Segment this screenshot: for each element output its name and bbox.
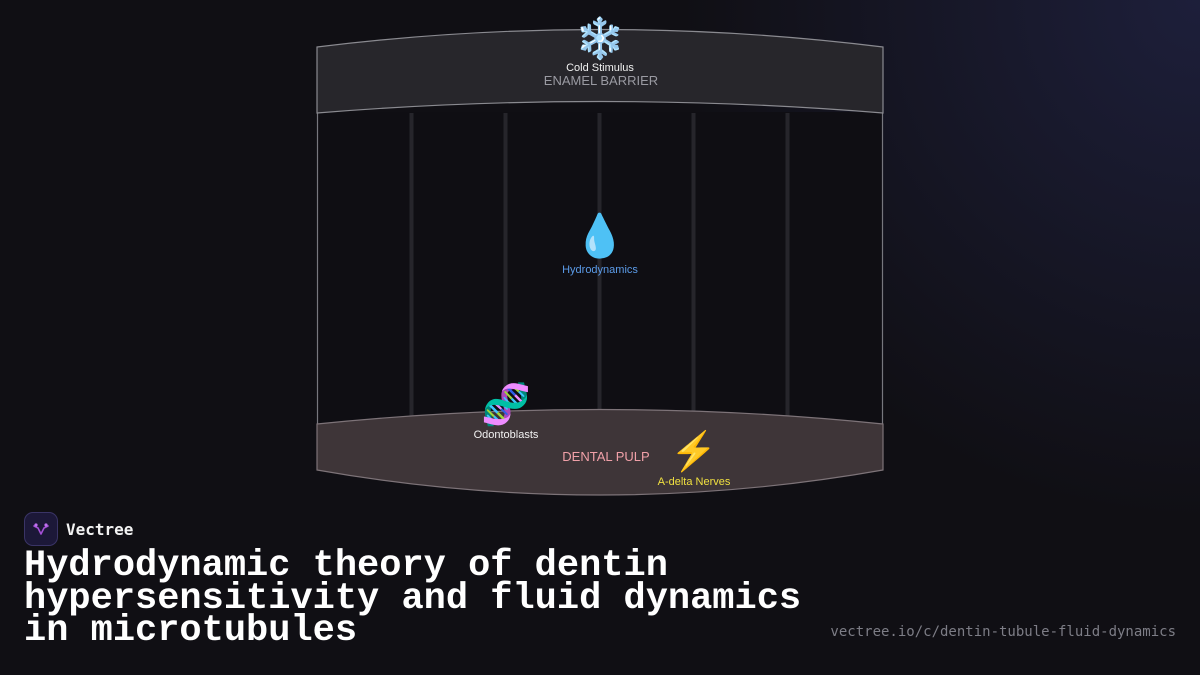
brand-name: Vectree (66, 519, 134, 539)
hydrodynamics-label: Hydrodynamics (562, 264, 638, 276)
tubule (691, 113, 696, 424)
tubule (503, 113, 508, 424)
vectree-logo-icon (24, 512, 58, 546)
tubule (785, 113, 790, 424)
water-drop-icon: 💧 (574, 211, 626, 260)
dna-icon: 🧬 (481, 380, 531, 428)
page-title: Hydrodynamic theory of dentin hypersensi… (24, 545, 802, 652)
tubule (597, 113, 602, 424)
source-url[interactable]: vectree.io/c/dentin-tubule-fluid-dynamic… (830, 624, 1176, 640)
enamel-barrier (316, 28, 884, 114)
snowflake-icon: ❄️ (575, 15, 625, 61)
a-delta-nerves-label: A-delta Nerves (658, 476, 731, 488)
dental-pulp (316, 408, 884, 496)
tubule (409, 113, 414, 424)
brand: Vectree (24, 512, 133, 546)
dentin-tubule-diagram: ❄️ Cold Stimulus ENAMEL BARRIER 💧 Hydrod… (316, 15, 884, 496)
cold-stimulus-label: Cold Stimulus (566, 62, 634, 74)
odontoblasts-label: Odontoblasts (474, 429, 539, 441)
dentin-tubules (409, 113, 790, 424)
lightning-icon: ⚡ (670, 429, 717, 474)
enamel-barrier-label: ENAMEL BARRIER (544, 73, 658, 88)
dental-pulp-label: DENTAL PULP (562, 449, 649, 464)
